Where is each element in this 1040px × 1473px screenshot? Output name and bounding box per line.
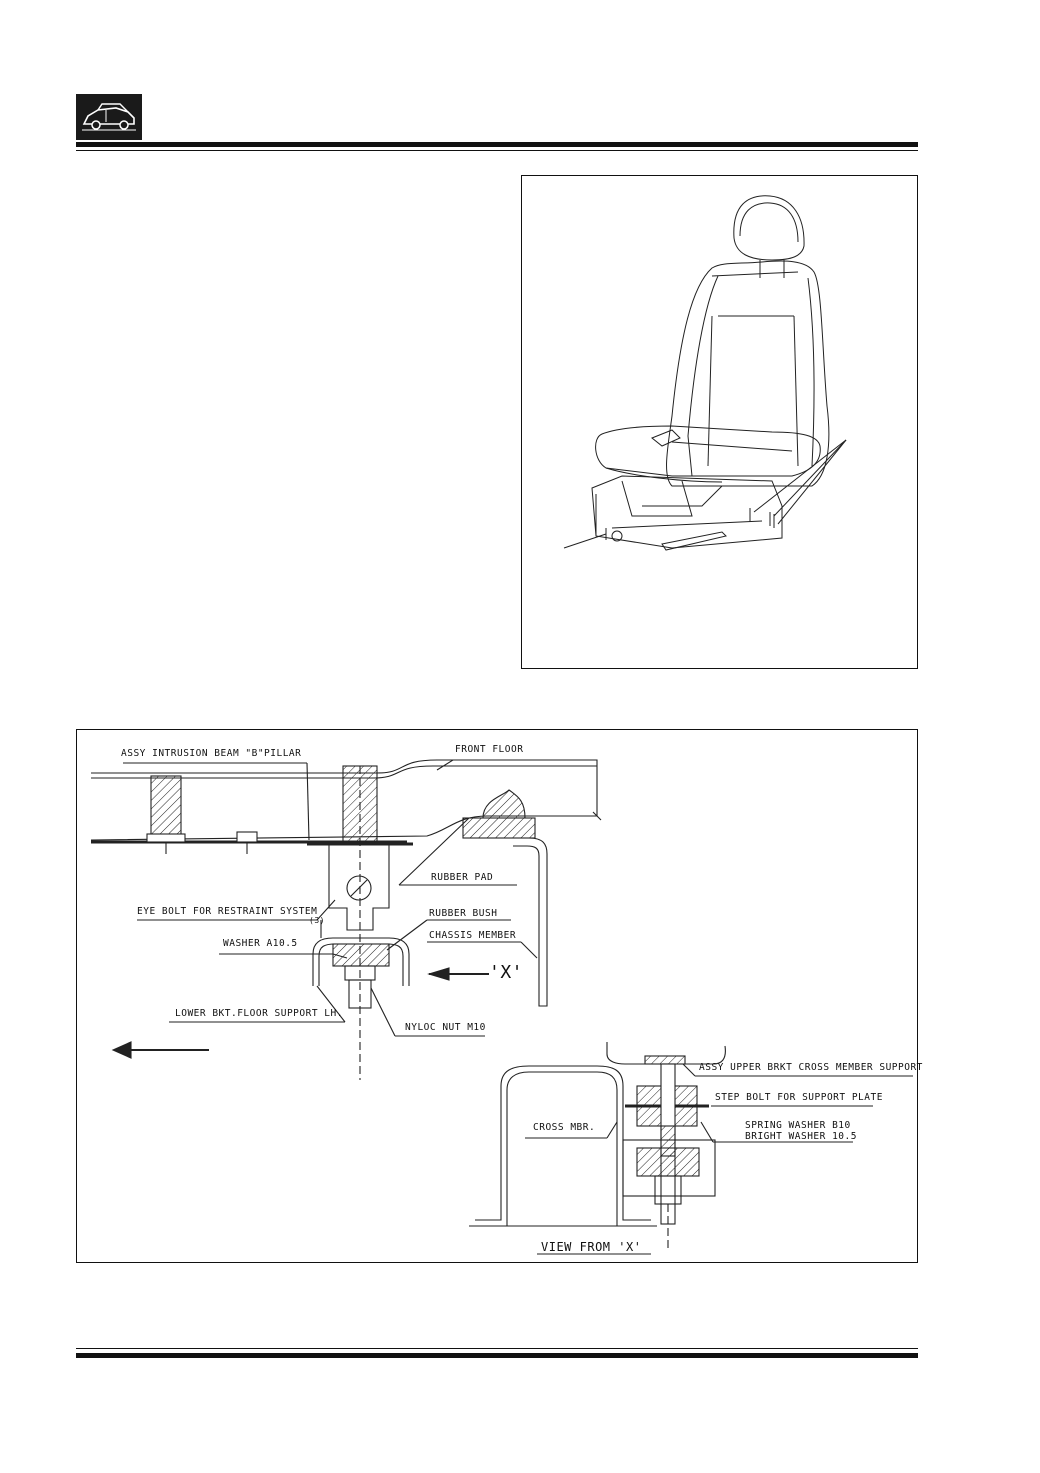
label-cross-member: CROSS MBR.: [533, 1122, 596, 1133]
label-chassis-member: CHASSIS MEMBER: [429, 930, 517, 941]
label-nyloc-nut: NYLOC NUT M10: [405, 1022, 486, 1033]
upper-bracket: [606, 1042, 726, 1065]
rubber-pad: [462, 817, 536, 839]
label-rubber-bush: RUBBER BUSH: [429, 908, 498, 919]
label-upper-bracket: ASSY UPPER BRKT CROSS MEMBER SUPPORT: [699, 1062, 923, 1073]
label-step-bolt: STEP BOLT FOR SUPPORT PLATE: [715, 1092, 883, 1103]
front-floor-panel: [90, 759, 598, 841]
dimension-mark: (3): [309, 916, 325, 925]
fixing-diagram-frame: ASSY INTRUSION BEAM "B"PILLAR FRONT FLOO…: [76, 729, 922, 1263]
label-bright-washer: BRIGHT WASHER 10.5: [745, 1131, 857, 1142]
seat-illustration-frame: [521, 175, 918, 669]
label-eye-bolt: EYE BOLT FOR RESTRAINT SYSTEM: [137, 906, 318, 917]
header-rule: [76, 142, 918, 147]
seat-backrest: [666, 260, 830, 487]
label-rubber-pad: RUBBER PAD: [431, 872, 494, 883]
seat-cushion: [595, 425, 821, 477]
lower-bracket: [312, 937, 410, 986]
fixing-diagram: [90, 759, 913, 1255]
view-title: VIEW FROM 'X': [541, 1240, 642, 1254]
eye-bolt-bracket: [328, 843, 390, 931]
header-rule-thin: [76, 150, 918, 151]
seat-base-frame: [591, 475, 783, 549]
car-logo-icon: [76, 94, 142, 140]
footer-rule-thin: [76, 1348, 918, 1349]
seat-headrest: [733, 195, 805, 261]
cross-member: [469, 1071, 657, 1227]
footer-rule: [76, 1353, 918, 1358]
view-marker-x: 'X': [489, 962, 524, 983]
chassis-member: [513, 837, 548, 1007]
label-washer: WASHER A10.5: [223, 938, 298, 949]
label-intrusion-beam: ASSY INTRUSION BEAM "B"PILLAR: [121, 748, 302, 759]
label-spring-washer: SPRING WASHER B10: [745, 1120, 851, 1131]
label-lower-bracket: LOWER BKT.FLOOR SUPPORT LH.: [175, 1008, 343, 1019]
label-front-floor: FRONT FLOOR: [455, 744, 524, 755]
seat-illustration: [563, 195, 847, 551]
